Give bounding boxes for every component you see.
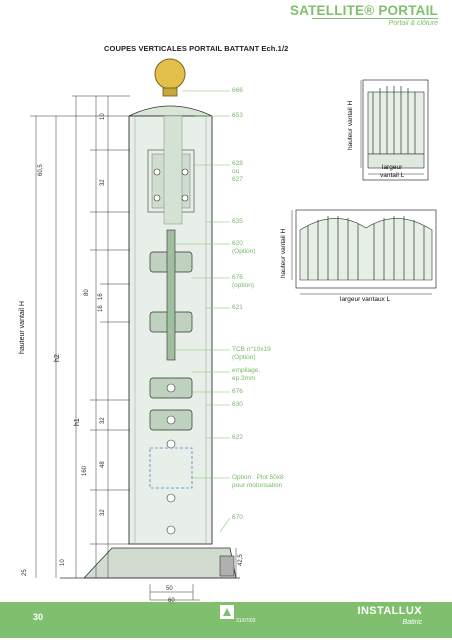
- dim-16-a: 16: [98, 305, 104, 312]
- callout-empilage-ep: ep.3mm: [232, 375, 256, 382]
- base-bolt: [219, 555, 235, 577]
- dimension-lines: [30, 95, 237, 601]
- dim-42-5: 42,5: [238, 554, 244, 566]
- brand-logo-icon: [220, 605, 234, 619]
- inset1-width-label-2: vantail L: [380, 172, 405, 179]
- dim-32-mid: 32: [100, 417, 106, 424]
- brand-subline: Batiric: [402, 619, 422, 626]
- post-cap: [128, 105, 213, 117]
- callout-670: 670: [232, 514, 243, 521]
- dim-16-b: 16: [98, 293, 104, 300]
- callout-empilage: empilage,: [232, 367, 261, 374]
- dim-hauteur-vantail: hauteur vantail H: [19, 301, 26, 354]
- callout-622: 622: [232, 434, 243, 441]
- finial-neck: [162, 87, 178, 97]
- inset2-width-label: largeur vantaux L: [340, 296, 391, 303]
- dim-10-bottom: 10: [60, 559, 66, 566]
- callout-653: 653: [232, 112, 243, 119]
- callout-666: 666: [232, 87, 243, 94]
- callout-ou: ou: [232, 168, 240, 175]
- dim-h1: h1: [74, 418, 81, 426]
- footer-date: 31/07/03: [236, 618, 256, 624]
- callout-676-option: (option): [232, 282, 255, 289]
- callout-option-plot: Option : Plot 50x8: [232, 474, 284, 481]
- dim-h2: h2: [54, 354, 61, 362]
- dim-32-upper: 32: [100, 179, 106, 186]
- tie-bar-tcb: [166, 229, 176, 361]
- callout-620-option: (Option): [232, 248, 256, 255]
- header-rule: [312, 18, 438, 19]
- inset-single-leaf-gate: [360, 79, 429, 181]
- callout-628: 628: [232, 160, 243, 167]
- ball-finial: [154, 58, 186, 90]
- dim-60: 60: [168, 598, 175, 604]
- callout-676-lower: 676: [232, 388, 243, 395]
- dim-80: 80: [84, 289, 90, 296]
- inset2-vertical-label: hauteur vantail H: [280, 228, 287, 278]
- post-base: [83, 547, 237, 579]
- inset1-width-label-1: largeur: [382, 164, 403, 171]
- dim-10-top: 10: [100, 113, 106, 120]
- callout-option-motor: pour motorisation: [232, 482, 283, 489]
- dim-160: 160: [82, 465, 88, 476]
- callout-627: 627: [232, 176, 243, 183]
- dim-60-5: 60,5: [38, 164, 44, 176]
- brand-name: INSTALLUX: [357, 605, 422, 617]
- inset1-vertical-label: hauteur vantail H: [347, 100, 354, 150]
- callout-635: 635: [232, 218, 243, 225]
- callout-leaders: [175, 90, 231, 533]
- callout-630: 630: [232, 401, 243, 408]
- inset-double-leaf-gate: [291, 209, 437, 295]
- motor-plate-option: [149, 447, 193, 489]
- section-title: COUPES VERTICALES PORTAIL BATTANT Ech.1/…: [104, 44, 289, 53]
- callout-621: 621: [232, 304, 243, 311]
- dim-32-lower: 32: [100, 509, 106, 516]
- document-title: SATELLITE® PORTAIL: [289, 3, 438, 18]
- callout-tcb: TCB n°10x19: [232, 346, 271, 353]
- page-number: 30: [33, 612, 44, 622]
- dim-50: 50: [166, 586, 173, 592]
- dim-25: 25: [22, 569, 28, 576]
- callout-620: 620: [232, 240, 243, 247]
- dim-48: 48: [100, 461, 106, 468]
- callout-676: 676: [232, 274, 243, 281]
- document-subtitle: Portail & clôture: [388, 20, 438, 27]
- callout-tcb-option: (Option): [232, 354, 256, 361]
